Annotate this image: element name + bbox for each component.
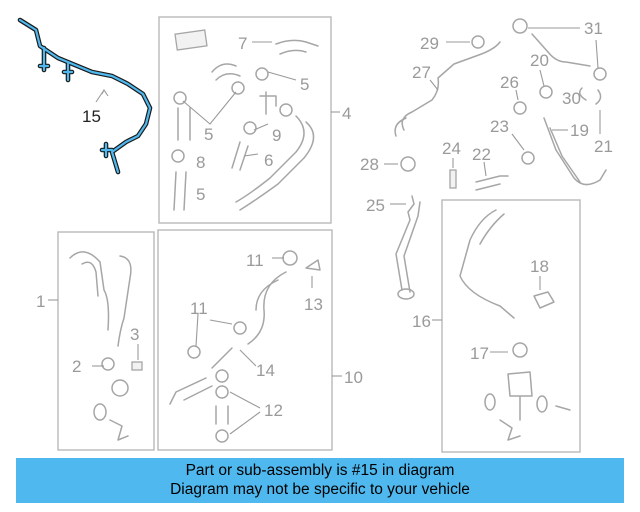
callout-8[interactable]: 8	[196, 153, 205, 172]
part-info-banner: Part or sub-assembly is #15 in diagram D…	[16, 458, 624, 503]
banner-line-2: Diagram may not be specific to your vehi…	[170, 481, 470, 498]
callout-19[interactable]: 19	[570, 121, 589, 140]
callout-9[interactable]: 9	[272, 126, 281, 145]
callout-10[interactable]: 10	[344, 368, 363, 387]
callout-11-top[interactable]: 11	[246, 251, 264, 270]
callout-13[interactable]: 13	[304, 295, 323, 314]
callout-14[interactable]: 14	[256, 361, 275, 380]
callout-15[interactable]: 15	[82, 107, 101, 126]
parts-group-1	[69, 251, 143, 441]
parts-group-4	[171, 29, 319, 211]
callout-16[interactable]: 16	[412, 312, 431, 331]
callout-4[interactable]: 4	[342, 104, 351, 123]
parts-group-upper-right	[394, 18, 607, 300]
callout-3[interactable]: 3	[130, 325, 139, 344]
box-1	[57, 231, 155, 451]
callout-31[interactable]: 31	[584, 19, 603, 38]
callout-17[interactable]: 17	[470, 344, 489, 363]
callout-7[interactable]: 7	[238, 34, 247, 53]
part-15-pipe-highlighted[interactable]	[17, 17, 153, 175]
callout-24[interactable]: 24	[442, 139, 461, 158]
callout-26[interactable]: 26	[500, 73, 519, 92]
callout-11-mid[interactable]: 11	[190, 299, 208, 318]
banner-line-1: Part or sub-assembly is #15 in diagram	[185, 462, 455, 479]
callout-21[interactable]: 21	[594, 137, 613, 156]
callout-22[interactable]: 22	[472, 145, 491, 164]
callout-25[interactable]: 25	[366, 196, 385, 215]
callout-18[interactable]: 18	[530, 257, 549, 276]
parts-group-10	[169, 250, 321, 443]
callout-27[interactable]: 27	[412, 63, 431, 82]
callout-12[interactable]: 12	[264, 401, 283, 420]
box-4	[158, 16, 332, 224]
callout-1[interactable]: 1	[36, 292, 45, 311]
callout-5-mid[interactable]: 5	[204, 125, 213, 144]
callout-28[interactable]: 28	[360, 155, 379, 174]
box-10	[157, 229, 333, 451]
callout-2[interactable]: 2	[72, 357, 81, 376]
parts-group-16	[459, 209, 571, 441]
callout-6[interactable]: 6	[264, 151, 273, 170]
box-16	[441, 199, 581, 453]
callout-30[interactable]: 30	[562, 89, 581, 108]
callout-29[interactable]: 29	[420, 34, 439, 53]
callout-5-bottom[interactable]: 5	[196, 185, 205, 204]
callout-5-top[interactable]: 5	[300, 75, 309, 94]
callout-20[interactable]: 20	[530, 51, 549, 70]
callout-23[interactable]: 23	[490, 117, 509, 136]
leader-15	[95, 88, 109, 103]
